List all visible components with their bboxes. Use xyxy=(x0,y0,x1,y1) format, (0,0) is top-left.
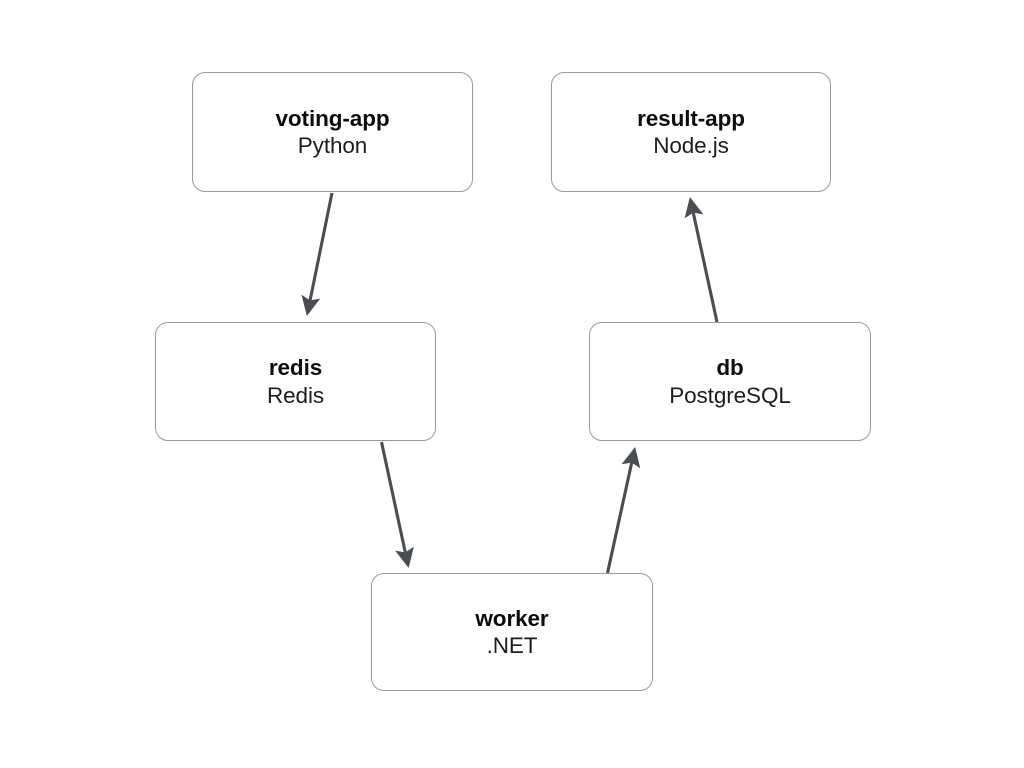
node-voting-app-subtitle: Python xyxy=(297,133,368,158)
node-redis[interactable]: redis Redis xyxy=(155,322,436,441)
node-voting-app[interactable]: voting-app Python xyxy=(192,72,473,192)
node-voting-app-title: voting-app xyxy=(275,105,390,131)
edge-worker-to-db xyxy=(605,446,641,574)
node-db-subtitle: PostgreSQL xyxy=(669,382,791,408)
node-result-app-title: result-app xyxy=(637,105,745,131)
node-worker-subtitle: .NET xyxy=(486,633,538,658)
node-result-app-subtitle: Node.js xyxy=(653,133,729,158)
node-worker-title: worker xyxy=(475,605,549,631)
node-worker[interactable]: worker .NET xyxy=(371,573,653,691)
node-redis-subtitle: Redis xyxy=(266,382,325,408)
edge-db-to-result-app xyxy=(684,196,719,323)
node-redis-title: redis xyxy=(268,355,323,381)
node-db[interactable]: db PostgreSQL xyxy=(589,322,871,441)
edge-redis-to-worker xyxy=(379,441,414,569)
node-db-title: db xyxy=(716,355,744,381)
edge-voting-app-to-redis xyxy=(301,192,334,317)
node-result-app[interactable]: result-app Node.js xyxy=(551,72,831,192)
